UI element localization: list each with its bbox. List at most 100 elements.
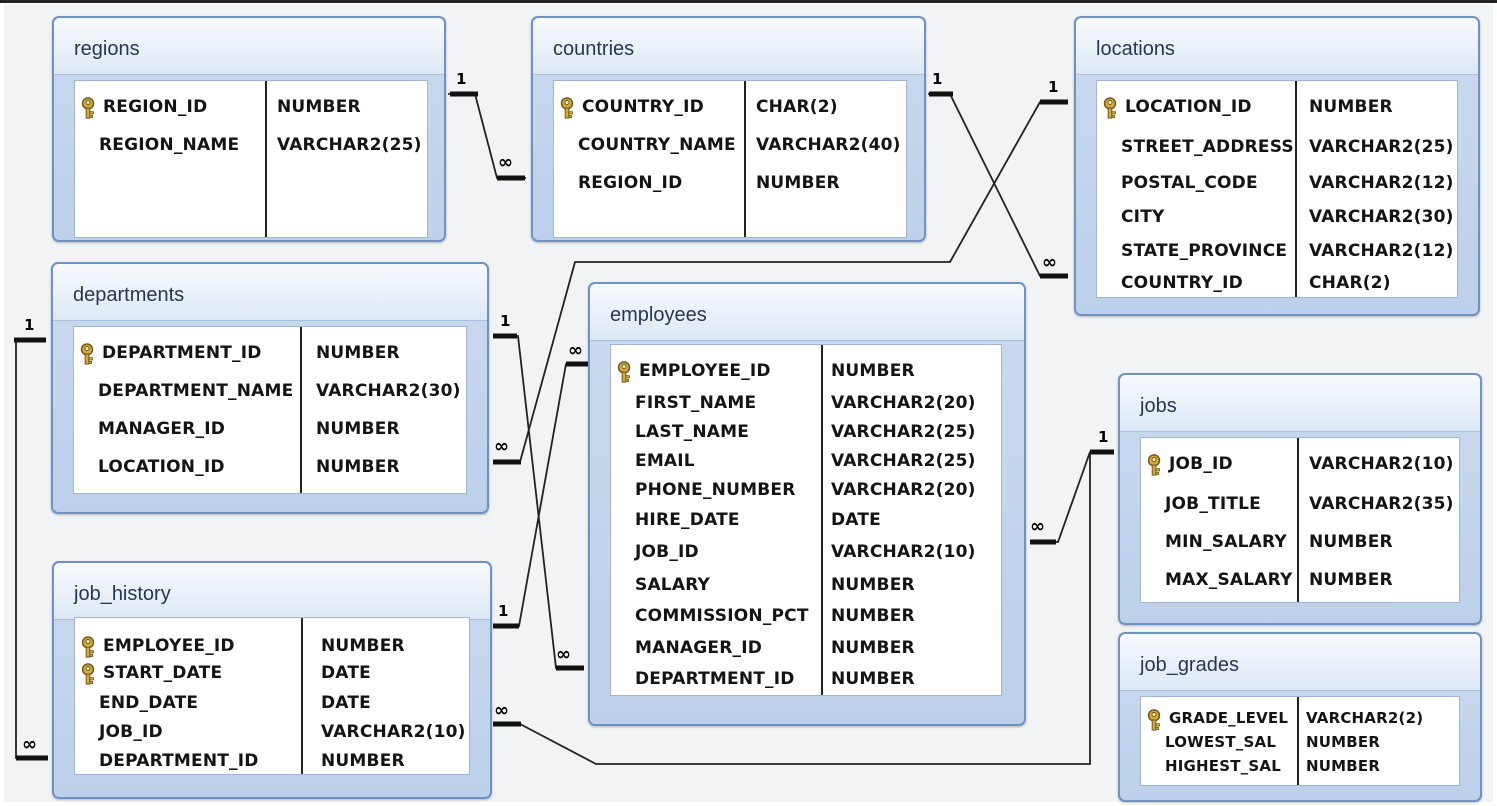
field-name: STREET_ADDRESS [1121, 137, 1294, 157]
relationship-endpoint [493, 721, 521, 727]
field-name: LOCATION_ID [98, 457, 225, 477]
field-row[interactable]: REGION_NAME VARCHAR2(25) [75, 135, 427, 157]
cardinality-one-label: 1 [24, 316, 35, 334]
field-type: NUMBER [1306, 733, 1381, 751]
table-title-bar[interactable] [533, 18, 924, 75]
field-type: DATE [321, 693, 371, 713]
field-type: DATE [321, 663, 371, 683]
table-title-bar[interactable] [590, 284, 1024, 341]
table-title: regions [74, 38, 140, 60]
field-type: VARCHAR2(25) [277, 135, 422, 155]
field-name: EMAIL [635, 451, 695, 471]
cardinality-many-label: ∞ [498, 152, 513, 173]
field-name: HIRE_DATE [635, 510, 740, 530]
field-name: STATE_PROVINCE [1121, 241, 1288, 261]
relationship-endpoint [1030, 539, 1056, 545]
cardinality-many-label: ∞ [494, 700, 509, 721]
primary-key-icon [1101, 97, 1119, 119]
table-title-bar[interactable] [53, 264, 487, 321]
field-name: DEPARTMENT_ID [102, 343, 262, 363]
cardinality-many-label: ∞ [556, 644, 571, 665]
field-name: EMPLOYEE_ID [639, 361, 771, 381]
field-name: COUNTRY_NAME [578, 135, 736, 155]
table-title: job_grades [1140, 654, 1239, 676]
field-row[interactable]: COMMISSION_PCT NUMBER [611, 606, 1001, 628]
relationship-line [493, 363, 595, 627]
table-title-bar[interactable] [54, 18, 444, 75]
relationship-endpoint [556, 665, 584, 671]
field-type: NUMBER [1309, 97, 1393, 117]
field-name: HIGHEST_SAL [1165, 757, 1281, 775]
column-divider [301, 618, 303, 774]
field-name: SALARY [635, 575, 711, 595]
field-row[interactable]: STREET_ADDRESS VARCHAR2(25) [1097, 137, 1457, 159]
field-type: NUMBER [831, 606, 915, 626]
field-type: VARCHAR2(25) [1309, 137, 1454, 157]
relationship-endpoint [16, 755, 48, 761]
primary-key-icon [79, 636, 97, 658]
field-name: REGION_NAME [99, 135, 240, 155]
table-title-bar[interactable] [1076, 18, 1478, 75]
primary-key-icon [558, 97, 576, 119]
relationship-endpoint [566, 361, 594, 367]
cardinality-one-label: 1 [1098, 428, 1109, 446]
table-title-bar[interactable] [54, 563, 490, 620]
field-type: VARCHAR2(40) [756, 135, 901, 155]
field-type: NUMBER [831, 638, 915, 658]
field-name: MAX_SALARY [1165, 570, 1293, 590]
field-row[interactable]: COUNTRY_NAME VARCHAR2(40) [554, 135, 906, 157]
field-type: CHAR(2) [756, 97, 838, 117]
cardinality-many-label: ∞ [568, 340, 583, 361]
table-title-bar[interactable] [1120, 375, 1480, 432]
field-name: COMMISSION_PCT [635, 606, 809, 626]
field-name: START_DATE [103, 663, 223, 683]
field-name: PHONE_NUMBER [635, 480, 796, 500]
table-title-bar[interactable] [1120, 634, 1480, 691]
field-row[interactable]: START_DATE DATE [75, 663, 469, 685]
